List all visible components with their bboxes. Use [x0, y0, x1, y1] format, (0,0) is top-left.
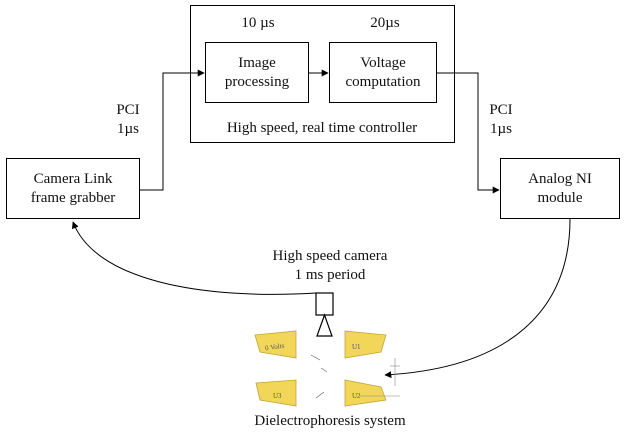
camera-label: High speed camera 1 ms period: [272, 248, 388, 283]
electrode-label-0v: 0 Volts: [265, 342, 286, 353]
analog-ni-label: Analog NI module: [528, 170, 592, 206]
pci-right-label: PCI 1µs: [489, 102, 513, 137]
analog-ni-box: Analog NI module: [500, 158, 620, 219]
electrode-top-left: [254, 330, 297, 359]
voltage-computation-label: Voltage computation: [345, 54, 421, 90]
controller-label: High speed, real time controller: [226, 120, 418, 136]
voltage-computation-box: Voltage computation: [329, 42, 437, 103]
arrow-cameralink-to-imageprocessing: [140, 69, 205, 191]
dep-system-label: Dielectrophoresis system: [254, 413, 406, 429]
electrode-label-u1: U1: [352, 343, 361, 351]
dep-electrodes: 0 Volts U1 U3 U2: [254, 330, 400, 407]
voltage-computation-time: 20µs: [370, 15, 400, 31]
electrode-label-u2: U2: [352, 392, 361, 400]
arrow-analogni-to-dep: [384, 218, 571, 379]
electrode-bottom-right: [344, 379, 387, 407]
camera-link-label: Camera Link frame grabber: [30, 170, 116, 206]
image-processing-label: Image processing: [224, 54, 290, 90]
camera-icon: [315, 292, 334, 337]
image-processing-time: 10 µs: [241, 15, 275, 31]
arrow-voltage-to-analogni: [437, 72, 500, 194]
camera-link-box: Camera Link frame grabber: [6, 158, 140, 219]
image-processing-box: Image processing: [205, 42, 309, 103]
pci-left-label: PCI 1µs: [116, 102, 140, 137]
electrode-label-u3: U3: [273, 392, 282, 400]
arrow-camera-to-cameralink: [71, 221, 317, 295]
electrode-top-right: [344, 330, 387, 359]
electrode-bottom-left: [255, 379, 297, 407]
